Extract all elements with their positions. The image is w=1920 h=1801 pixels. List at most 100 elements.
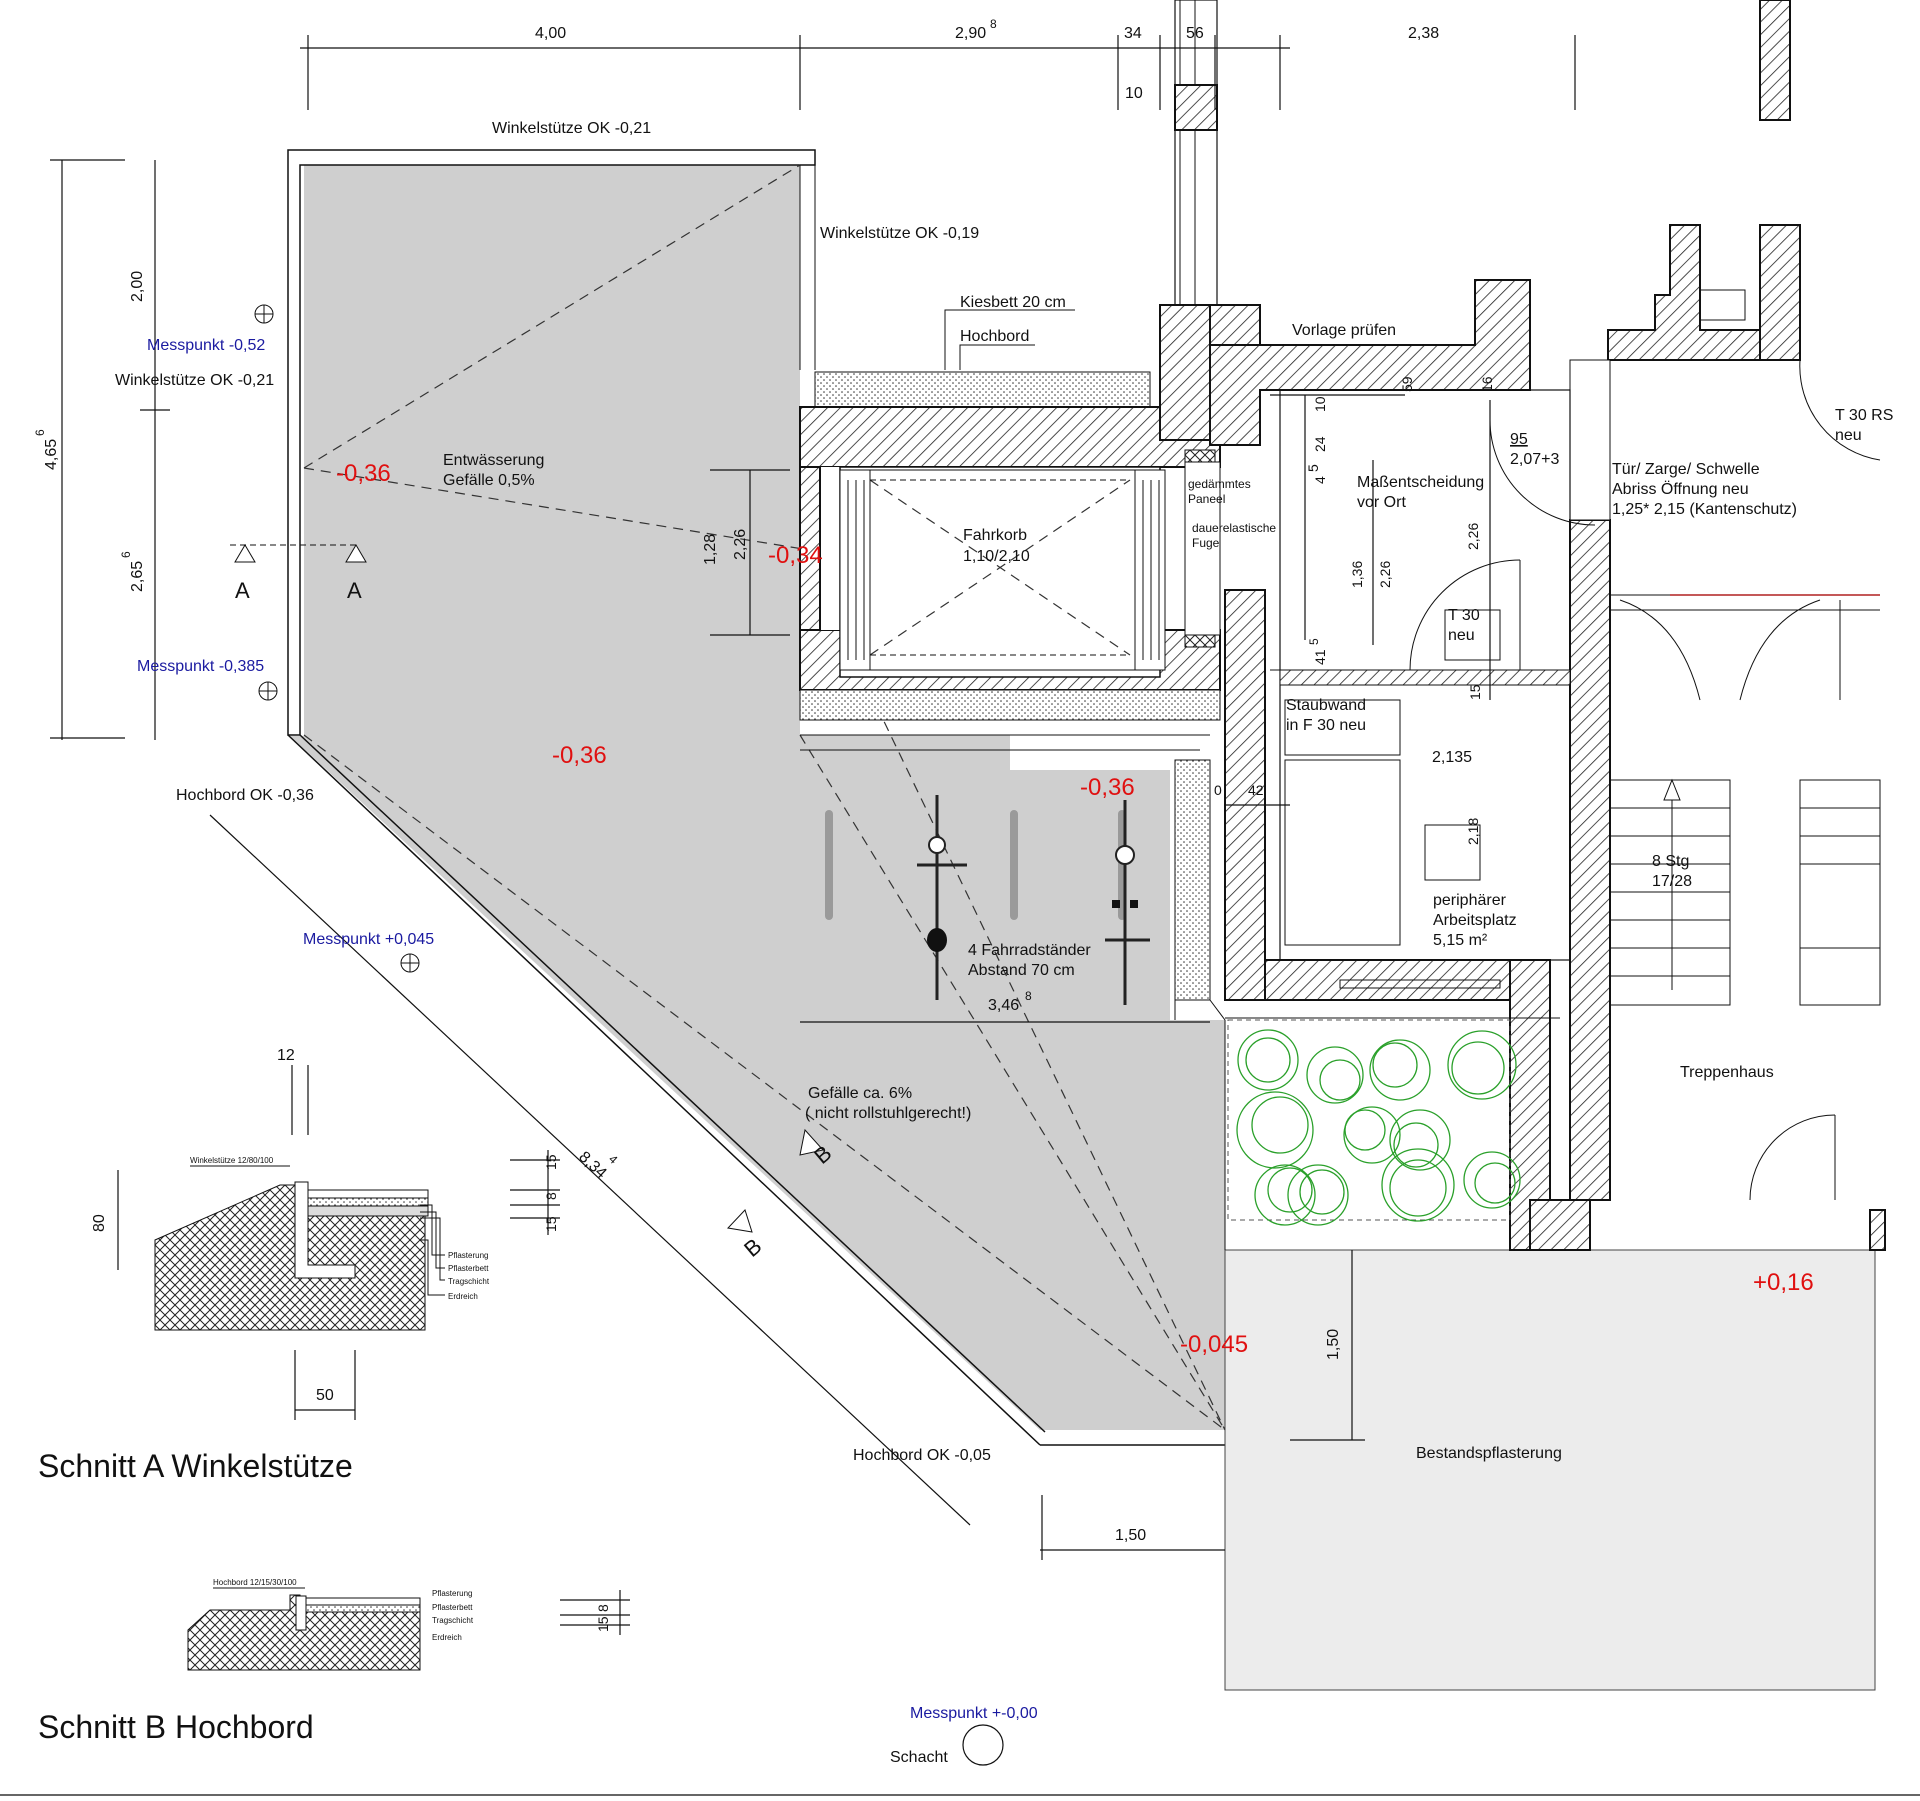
section-a-header: Winkelstütze 12/80/100 bbox=[190, 1156, 274, 1165]
label-fuge-2: Fuge bbox=[1192, 536, 1220, 550]
label-winkel-right: Winkelstütze OK -0,19 bbox=[820, 225, 979, 242]
sec-b-layer-3: Tragschicht bbox=[432, 1616, 474, 1625]
dim-left-lower: 2,65 bbox=[129, 561, 146, 592]
boundary-edges bbox=[799, 150, 1226, 1021]
dim-room-136: 1,36 bbox=[1349, 561, 1365, 588]
label-gefaelle6-2: ( nicht rollstuhlgerecht!) bbox=[805, 1105, 971, 1122]
label-winkel-top: Winkelstütze OK -0,21 bbox=[492, 120, 651, 137]
label-arbeit-2: Arbeitsplatz bbox=[1433, 912, 1517, 929]
label-schacht: Schacht bbox=[890, 1749, 948, 1766]
dim-top-5: 2,38 bbox=[1408, 25, 1439, 42]
sec-a-layer-1: Pflasterung bbox=[448, 1251, 488, 1260]
staircase bbox=[1609, 594, 1881, 1201]
label-t30rs-2: neu bbox=[1835, 427, 1862, 444]
dim-sec-a-12: 12 bbox=[277, 1047, 295, 1064]
label-vorlage: Vorlage prüfen bbox=[1292, 322, 1396, 339]
dim-sec-a-15b: 15 bbox=[543, 1216, 559, 1232]
messpunkt-1: Messpunkt -0,52 bbox=[147, 337, 265, 354]
dim-sec-a-15a: 15 bbox=[543, 1154, 559, 1170]
label-stg-2: 17/28 bbox=[1652, 873, 1692, 890]
dim-sec-b-8: 8 bbox=[595, 1604, 611, 1612]
interior-room bbox=[1270, 289, 1746, 989]
label-section-b-2: B bbox=[739, 1233, 766, 1262]
dim-top-6: 10 bbox=[1125, 85, 1143, 102]
label-arbeit-3: 5,15 m² bbox=[1433, 932, 1488, 949]
sec-a-layer-2: Pflasterbett bbox=[448, 1264, 489, 1273]
planting-bed bbox=[1227, 1019, 1521, 1226]
label-fahrkorb: Fahrkorb bbox=[963, 527, 1027, 544]
dim-room-41: 41 bbox=[1312, 649, 1328, 665]
dim-top-2-sup: 8 bbox=[990, 17, 997, 31]
dim-sec-a-50: 50 bbox=[316, 1387, 334, 1404]
sec-b-layer-4: Erdreich bbox=[432, 1633, 462, 1642]
label-fuge-1: dauerelastische bbox=[1192, 521, 1276, 535]
dim-room-24: 24 bbox=[1312, 436, 1328, 452]
dim-bottom: 1,50 bbox=[1115, 1527, 1146, 1544]
label-massen-1: Maßentscheidung bbox=[1357, 474, 1484, 491]
label-hochbord: Hochbord bbox=[960, 328, 1029, 345]
sec-a-layer-4: Erdreich bbox=[448, 1292, 478, 1301]
bike-parking bbox=[825, 795, 1150, 1005]
section-b-drawing bbox=[187, 1590, 630, 1671]
label-gefaelle: Gefälle 0,5% bbox=[443, 472, 535, 489]
label-section-a-1: A bbox=[235, 578, 250, 603]
t30rs-door-swing bbox=[1799, 359, 1881, 461]
hochbord-leader bbox=[959, 344, 1035, 370]
kiesbett-leader bbox=[944, 309, 1075, 370]
label-rad-2: Abstand 70 cm bbox=[968, 962, 1075, 979]
sec-b-layer-2: Pflasterbett bbox=[432, 1603, 473, 1612]
dim-room-59: 59 bbox=[1399, 376, 1415, 392]
section-a-drawing bbox=[117, 1065, 560, 1420]
label-staub-2: in F 30 neu bbox=[1286, 717, 1366, 734]
dim-room-226b: 2,26 bbox=[1465, 523, 1481, 550]
section-markers bbox=[230, 544, 824, 1233]
label-t30-2: neu bbox=[1448, 627, 1475, 644]
dim-sec-a-8: 8 bbox=[543, 1192, 559, 1200]
label-gedaemmt-1: gedämmtes bbox=[1188, 477, 1251, 491]
label-massen-2: vor Ort bbox=[1357, 494, 1406, 511]
label-staub-1: Staubwand bbox=[1286, 697, 1366, 714]
dim-top-4: 56 bbox=[1186, 25, 1204, 42]
label-section-a-2: A bbox=[347, 578, 362, 603]
dim-bike-width: 3,46 bbox=[988, 997, 1019, 1014]
label-gedaemmt-2: Paneel bbox=[1188, 492, 1225, 506]
level-lift-front: -0,34 bbox=[768, 542, 823, 569]
level-ground-west: -0,36 bbox=[336, 460, 391, 487]
dim-room-5: 5 bbox=[1305, 464, 1321, 472]
level-paving: +0,16 bbox=[1753, 1269, 1814, 1296]
building-walls bbox=[1159, 0, 1886, 1251]
label-arbeit-1: periphärer bbox=[1433, 892, 1507, 909]
dim-room-15: 15 bbox=[1467, 684, 1483, 700]
dim-room-218: 2,18 bbox=[1465, 818, 1481, 845]
dim-left-total-sup: 6 bbox=[33, 429, 47, 436]
dim-bike-width-sup: 8 bbox=[1025, 989, 1032, 1003]
label-tuer-3: 1,25* 2,15 (Kantenschutz) bbox=[1612, 501, 1797, 518]
label-t30rs-1: T 30 RS bbox=[1835, 407, 1893, 424]
label-gefaelle6-1: Gefälle ca. 6% bbox=[808, 1085, 912, 1102]
messpunkt-4: Messpunkt +-0,00 bbox=[910, 1705, 1038, 1722]
dim-room-42: 42 bbox=[1248, 782, 1264, 798]
dim-left-lower-sup: 6 bbox=[119, 551, 133, 558]
lift-shaft bbox=[799, 371, 1221, 721]
dim-room-16: 16 bbox=[1479, 376, 1495, 392]
dim-diagonal: 8,34 bbox=[575, 1148, 609, 1182]
section-b-title: Schnitt B Hochbord bbox=[38, 1709, 314, 1745]
messpunkt-2: Messpunkt -0,385 bbox=[137, 658, 264, 675]
label-hochbord-bottom: Hochbord OK -0,05 bbox=[853, 1447, 991, 1464]
sec-a-layer-3: Tragschicht bbox=[448, 1277, 490, 1286]
dim-left-upper: 2,00 bbox=[129, 271, 146, 302]
dim-paving-height: 1,50 bbox=[1325, 1329, 1342, 1360]
dim-room-4: 4 bbox=[1312, 476, 1328, 484]
dim-top-1: 4,00 bbox=[535, 25, 566, 42]
label-bestand: Bestandspflasterung bbox=[1416, 1445, 1562, 1462]
messpunkt-markers bbox=[254, 304, 1004, 1766]
dim-room-0: 0 bbox=[1214, 782, 1222, 798]
level-ground-mid: -0,36 bbox=[552, 742, 607, 769]
dimension-lines bbox=[50, 35, 1576, 1560]
label-tuer-2: Abriss Öffnung neu bbox=[1612, 480, 1749, 498]
dim-top-2: 2,90 bbox=[955, 25, 986, 42]
level-bike-area: -0,36 bbox=[1080, 774, 1135, 801]
label-kiesbett: Kiesbett 20 cm bbox=[960, 294, 1066, 311]
dim-sec-a-80: 80 bbox=[91, 1214, 108, 1232]
